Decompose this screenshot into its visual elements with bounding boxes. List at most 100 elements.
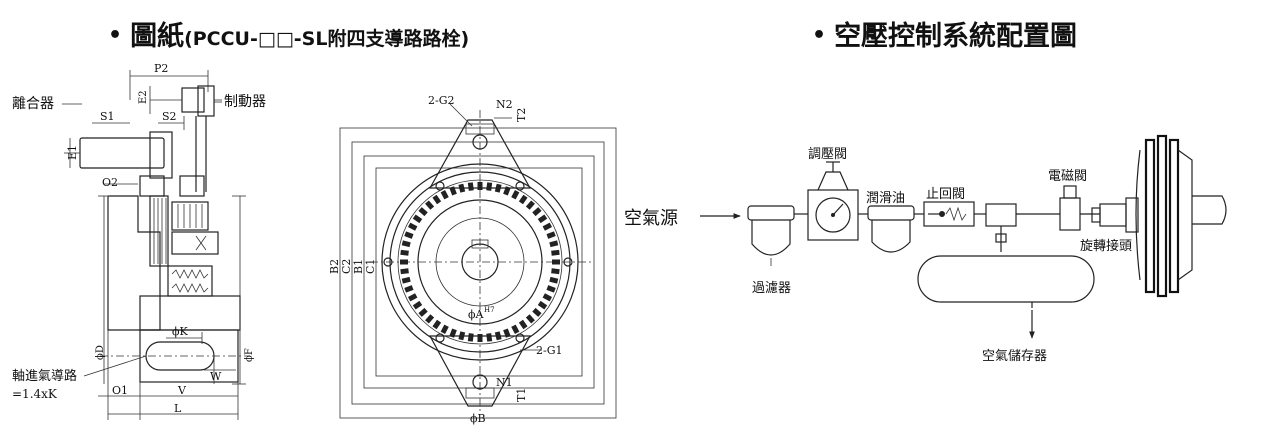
- friction-pad: [503, 186, 511, 196]
- dim-phi-d: ϕD: [95, 345, 106, 360]
- friction-pad: [546, 285, 556, 293]
- air-source-label: 空氣源: [624, 208, 678, 229]
- friction-pad: [400, 268, 409, 275]
- dim-phi-a: ϕA: [468, 308, 484, 321]
- dim-2-g2: 2-G2: [428, 94, 455, 107]
- dim-t2: T2: [515, 108, 528, 122]
- dim-p2: P2: [154, 62, 168, 75]
- friction-pad: [432, 194, 442, 205]
- dim-w: W: [210, 370, 222, 383]
- dim-n2: N2: [496, 98, 513, 111]
- friction-pad: [449, 186, 457, 196]
- clutch-label: 離合器: [12, 95, 54, 112]
- friction-pad: [518, 319, 528, 330]
- friction-pad: [458, 331, 466, 341]
- pneumatic-heading: • 空壓控制系統配置圖: [812, 14, 1077, 53]
- lubricator-label: 潤滑油: [866, 191, 905, 206]
- friction-pad: [404, 231, 414, 239]
- friction-pad: [449, 328, 457, 338]
- clutch-brake-section: 離合器 制動器 P2 E2 S1 S2 E1 O2 ϕK W ϕD ϕF 軸進氣…: [12, 62, 266, 420]
- friction-pad: [400, 259, 408, 265]
- friction-pad: [477, 182, 483, 190]
- dim-o2: O2: [102, 176, 118, 189]
- friction-pad: [400, 249, 409, 256]
- dim-b1: B1: [352, 259, 365, 274]
- friction-pad: [401, 276, 411, 284]
- dim-phi-f: ϕF: [244, 348, 255, 362]
- friction-pad: [407, 293, 418, 302]
- friction-pad: [425, 314, 435, 324]
- friction-pad: [546, 231, 556, 239]
- dim-c1: C1: [364, 259, 377, 274]
- friction-pad: [412, 214, 423, 224]
- dim-s2: S2: [162, 110, 177, 123]
- regulator-unit: [807, 161, 859, 241]
- drawing-heading: • 圖紙(PCCU-□□-SL附四支導路路栓): [108, 14, 469, 53]
- rotary-joint-unit: [1091, 197, 1139, 233]
- friction-pad: [503, 328, 511, 338]
- friction-pad: [542, 293, 553, 302]
- heading-main: 圖紙: [130, 21, 185, 52]
- air-path-label: 軸進氣導路: [12, 368, 77, 384]
- tee-fitting: [985, 203, 1017, 227]
- brake-label: 制動器: [224, 94, 266, 110]
- dim-l: L: [174, 402, 182, 415]
- dim-c2: C2: [340, 259, 353, 274]
- lubricator-unit: [867, 205, 915, 253]
- friction-pad: [440, 189, 449, 200]
- friction-pad: [532, 307, 542, 317]
- friction-pad: [477, 334, 483, 342]
- friction-pad: [486, 182, 493, 191]
- heading-main: 空壓控制系統配置圖: [834, 21, 1078, 52]
- air-tank-label: 空氣儲存器: [982, 349, 1047, 364]
- check-valve-label: 止回閥: [926, 187, 965, 202]
- friction-pad: [537, 300, 548, 310]
- friction-pad: [518, 194, 528, 205]
- friction-pad: [425, 200, 435, 210]
- friction-pad: [511, 324, 520, 335]
- dim-phi-k: ϕK: [172, 325, 188, 338]
- regulator-label: 調壓閥: [808, 147, 847, 162]
- friction-pad: [404, 285, 414, 293]
- dim-n1: N1: [496, 376, 513, 389]
- friction-pad: [549, 276, 559, 284]
- dim-o1: O1: [112, 384, 128, 397]
- friction-pad: [542, 222, 553, 231]
- front-view: 2-G2 N2 T2 B2 C2 B1 C1 ϕA H7 2-G1 N1 T1 …: [328, 94, 617, 425]
- friction-pad: [418, 307, 428, 317]
- friction-pad: [401, 240, 411, 248]
- friction-pad: [467, 182, 474, 191]
- bullet: •: [108, 23, 123, 48]
- friction-pad: [486, 333, 493, 342]
- friction-pad: [525, 200, 535, 210]
- friction-pad: [458, 183, 466, 193]
- friction-pad: [549, 240, 559, 248]
- friction-pad: [432, 319, 442, 330]
- dim-e1: E1: [66, 145, 79, 160]
- bullet: •: [812, 23, 827, 48]
- dim-e2: E2: [138, 90, 149, 104]
- friction-pad: [412, 300, 423, 310]
- friction-pad: [537, 214, 548, 224]
- friction-pad: [440, 324, 449, 335]
- friction-pad: [511, 189, 520, 200]
- friction-pad: [551, 249, 560, 256]
- rotary-joint-label: 旋轉接頭: [1080, 238, 1132, 254]
- filter-label: 過濾器: [752, 281, 791, 296]
- dim-v: V: [177, 384, 187, 397]
- air-tank: [917, 255, 1095, 308]
- clutch-drum: [1135, 134, 1227, 298]
- pneumatic-diagram: 空氣源 過濾器 調壓閥 潤滑油: [624, 134, 1227, 364]
- dim-h7: H7: [484, 306, 495, 314]
- air-path-formula: =1.4xK: [12, 387, 58, 401]
- dim-b2: B2: [328, 259, 341, 274]
- dim-2-g1: 2-G1: [536, 344, 563, 357]
- friction-pad: [551, 268, 560, 275]
- friction-pad-ring: [400, 182, 560, 342]
- heading-model: (PCCU-□□-SL附四支導路路栓): [184, 28, 470, 50]
- friction-pad: [532, 207, 542, 217]
- friction-pad: [494, 331, 502, 341]
- friction-pad: [494, 183, 502, 193]
- friction-pad: [418, 207, 428, 217]
